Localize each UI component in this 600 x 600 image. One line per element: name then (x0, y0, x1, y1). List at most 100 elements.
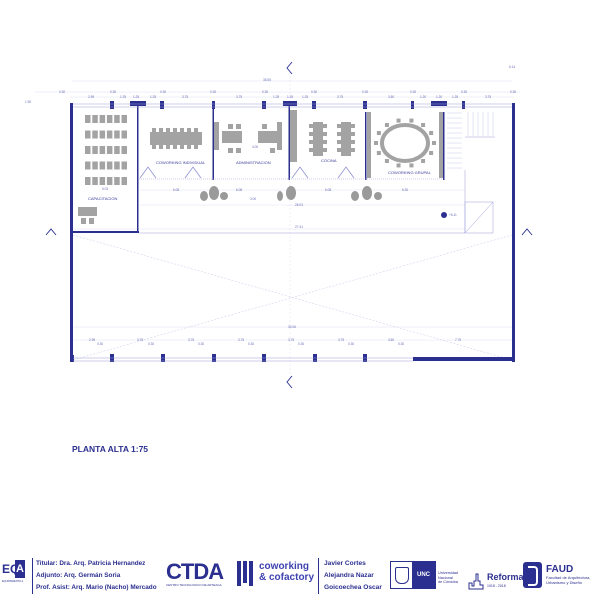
dim-corridor-length: 26.03 (295, 203, 303, 207)
dimension-label: 0.30 (248, 342, 254, 346)
admin-desk (258, 131, 278, 143)
dimension-lines (35, 72, 520, 378)
classroom-desk (99, 146, 106, 154)
dimension-label: 1.25 (287, 95, 293, 99)
classroom-desk (92, 177, 98, 185)
chair (194, 128, 198, 132)
zigzag-partitions (139, 166, 355, 179)
student-name: Goicoechea Oscar (324, 584, 382, 591)
chair (173, 128, 177, 132)
unc-logo: UNC (390, 561, 436, 589)
dimension-label: 6.08 (173, 188, 179, 192)
dimension-label: 3.50 (388, 95, 394, 99)
chair (421, 158, 426, 163)
planters (200, 186, 382, 201)
chair (351, 140, 355, 144)
section-marker-right-icon (521, 228, 533, 236)
unc-name-line: Nacional (438, 575, 453, 580)
chair (337, 140, 341, 144)
thin-walls (73, 103, 512, 362)
coworking-line1: coworking (259, 561, 310, 572)
classroom-desk (85, 177, 91, 185)
classroom-desk (121, 115, 127, 123)
chair (429, 131, 434, 136)
dimension-label: 0.30 (210, 90, 216, 94)
furniture (78, 110, 443, 224)
dimension-label: 3.75 (188, 338, 194, 342)
reforma-name: Reforma (487, 572, 524, 582)
staircase (447, 112, 494, 169)
dining-table (313, 122, 323, 156)
classroom-desk (121, 161, 127, 170)
dimension-label: 0.30 (298, 342, 304, 346)
unc-abbr: UNC (412, 562, 435, 588)
dimension-label: 7.75 (455, 338, 461, 342)
chair (323, 148, 327, 152)
eqa-logo-sub: EQUIPAMIENTO A (2, 580, 24, 583)
chair (396, 163, 401, 168)
ctda-logo: CTDA CENTRO TECNOLOGICO DE ARTEAGA (166, 559, 224, 587)
coworking-line2: & cofactory (259, 572, 315, 583)
dimension-label: 2.95 (88, 95, 94, 99)
reforma-building-icon (468, 573, 484, 590)
chair (228, 124, 233, 129)
classroom-desk (85, 161, 91, 170)
level-marker-icon (441, 212, 447, 218)
unc-name-line: Universidad (438, 571, 459, 575)
classroom-desk (92, 161, 98, 170)
dim-corridor-depth: 3.00 (250, 197, 256, 201)
chair (173, 145, 177, 149)
classroom-desk (92, 115, 98, 123)
room-label-coworking-grupal: COWORKING GRUPAL (388, 170, 432, 175)
chair (270, 148, 275, 153)
classroom-desk (114, 146, 120, 154)
chair (323, 124, 327, 128)
round-meeting-table (380, 123, 430, 163)
dimension-label: 3.75 (485, 95, 491, 99)
dim-floor-length: 27.41 (295, 225, 303, 229)
room-label-coworking-individual: COWORKING INDIVIDUAL (156, 160, 206, 165)
dining-table (341, 122, 351, 156)
dimension-label: 6.08 (236, 188, 242, 192)
chair (409, 163, 414, 168)
classroom-desk (106, 130, 113, 139)
dimension-label: 6.30 (402, 188, 408, 192)
chair (429, 150, 434, 155)
admin-cabinet (277, 122, 282, 150)
chair (337, 124, 341, 128)
dimension-label: 6.08 (325, 188, 331, 192)
chair (337, 148, 341, 152)
dim-capacitacion-width: 5.03 (102, 187, 108, 191)
dimension-label: 3.75 (337, 95, 343, 99)
admin-desk (222, 131, 242, 143)
dimension-label: 1.25 (120, 95, 126, 99)
dim-left-offset: 1.50 (25, 100, 31, 104)
dim-admin-depth: 4.00 (252, 145, 258, 149)
dimension-label: 1.25 (452, 95, 458, 99)
chair (228, 148, 233, 153)
chair (376, 131, 381, 136)
classroom-desk (114, 130, 120, 139)
classroom-desk (106, 115, 113, 123)
chair (351, 132, 355, 136)
chair (236, 124, 241, 129)
dimension-label: 0.30 (461, 90, 467, 94)
dimension-label: 0.30 (362, 90, 368, 94)
chair (323, 140, 327, 144)
plan-title: PLANTA ALTA 1:75 (72, 444, 149, 454)
unc-name: Universidad Nacional de Córdoba (438, 571, 458, 585)
chair (262, 124, 267, 129)
staff-titular: Titular: Dra. Arq. Patricia Hernandez (36, 560, 146, 567)
student-name: Javier Cortes (324, 560, 366, 567)
classroom-desk (85, 115, 91, 123)
unc-name-line: de Córdoba (438, 580, 458, 584)
chair (159, 128, 163, 132)
admin-cabinet (214, 122, 219, 150)
kitchen-counter (290, 110, 297, 162)
chair (89, 218, 94, 224)
dimension-label: 3.50 (388, 338, 394, 342)
faud-name: FAUD (546, 564, 574, 575)
dimension-label: 1.20 (420, 95, 426, 99)
